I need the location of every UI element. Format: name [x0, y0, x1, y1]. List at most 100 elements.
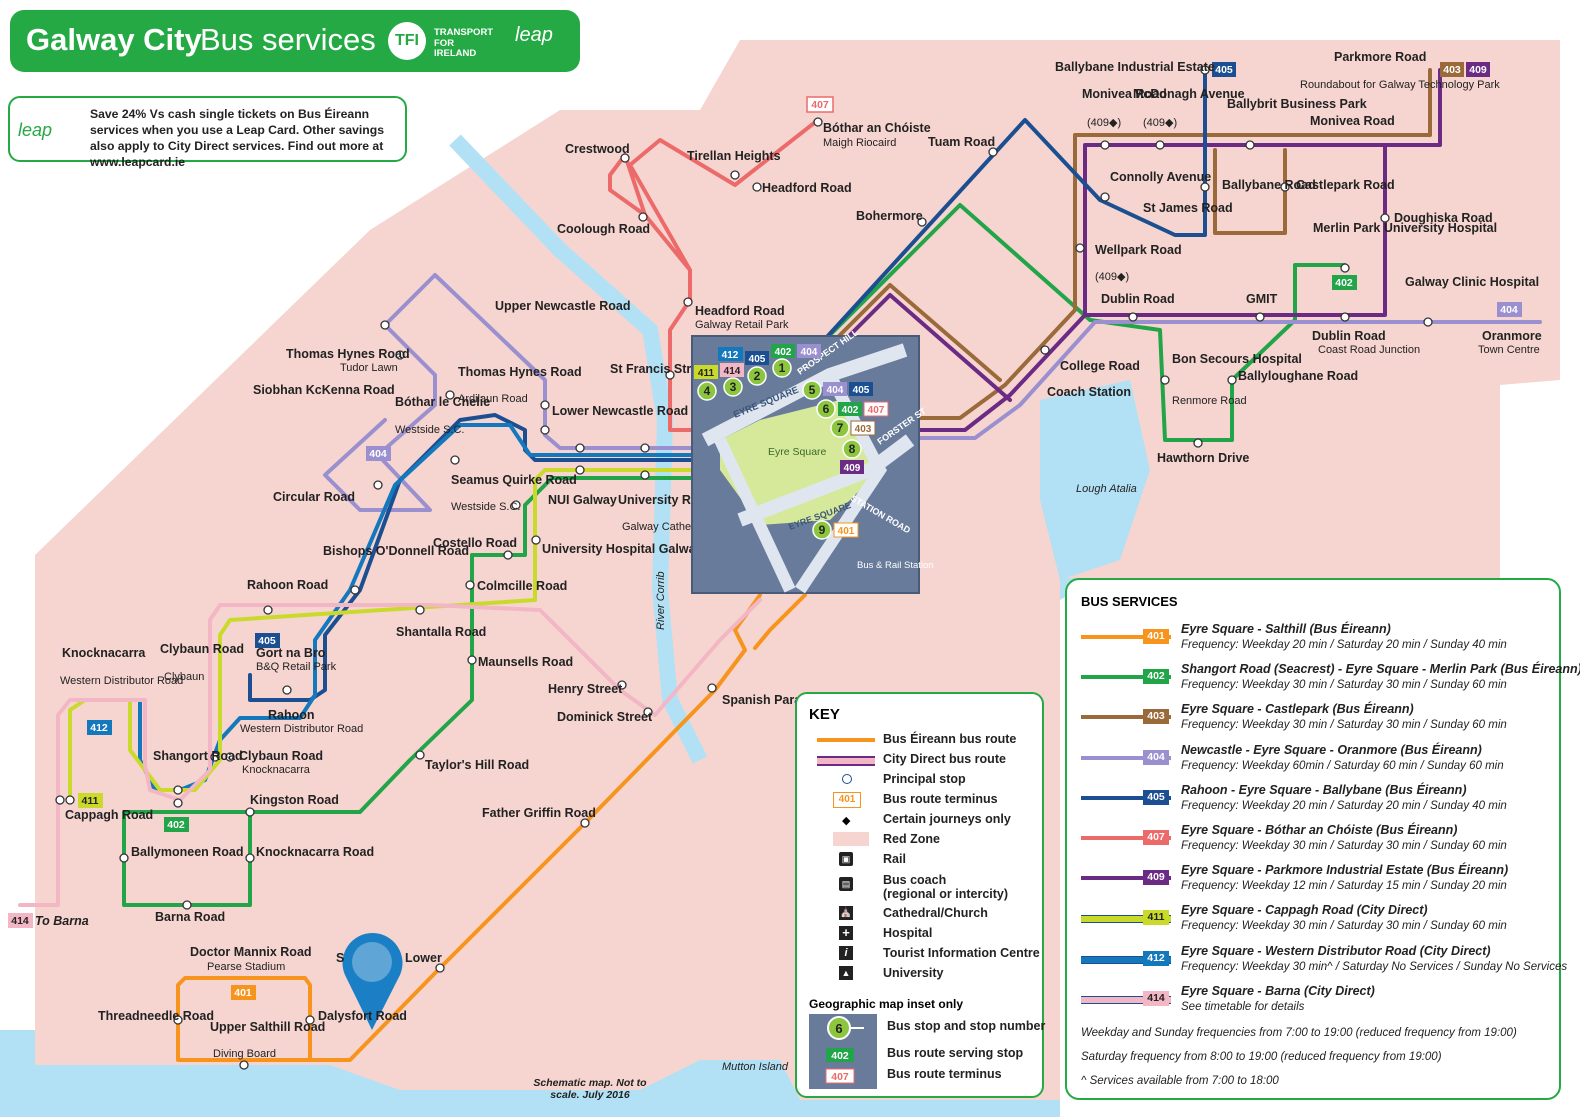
stop[interactable] [445, 390, 455, 400]
stop[interactable] [465, 580, 475, 590]
stop[interactable] [540, 425, 550, 435]
stop[interactable] [245, 853, 255, 863]
stop[interactable] [225, 752, 235, 762]
stop[interactable] [540, 400, 550, 410]
service-frequency: Frequency: Weekday 20 min / Saturday 20 … [1181, 639, 1507, 651]
stop[interactable] [239, 1060, 249, 1070]
stop[interactable] [575, 465, 585, 475]
stop[interactable] [55, 795, 65, 805]
label-dublin-road-coast-sub: Coast Road Junction [1318, 344, 1420, 356]
stop[interactable] [467, 655, 477, 665]
stop[interactable] [263, 605, 273, 615]
stop[interactable] [1193, 438, 1203, 448]
label-castlepark-road: Castlepark Road [1296, 178, 1395, 192]
stop[interactable] [531, 535, 541, 545]
stop[interactable] [580, 818, 590, 828]
route-404-west [323, 273, 694, 512]
stop[interactable] [373, 480, 383, 490]
inset-stop-2[interactable] [747, 366, 767, 386]
stop[interactable] [173, 785, 183, 795]
title-bold: Galway City [26, 22, 202, 57]
stop[interactable] [350, 585, 360, 595]
stop[interactable] [1155, 140, 1165, 150]
stop[interactable] [1255, 312, 1265, 322]
stop[interactable] [245, 807, 255, 817]
stop[interactable] [643, 707, 653, 717]
stop[interactable] [305, 1015, 315, 1025]
stop[interactable] [665, 370, 675, 380]
stop[interactable] [511, 500, 521, 510]
key-label: Certain journeys only [883, 812, 1011, 826]
stop[interactable] [620, 153, 630, 163]
stop[interactable] [1128, 312, 1138, 322]
stop[interactable] [282, 685, 292, 695]
stop[interactable] [730, 170, 740, 180]
inset-stop-7[interactable] [830, 418, 850, 438]
label-ballymoneen: Ballymoneen Road [131, 845, 244, 859]
inset-badge-414: 414 [724, 366, 741, 377]
label-shangort: Shangort Road [153, 749, 243, 763]
stop[interactable] [395, 350, 405, 360]
stop[interactable] [380, 320, 390, 330]
stop[interactable] [173, 798, 183, 808]
stop[interactable] [1075, 243, 1085, 253]
label-coolough: Coolough Road [557, 222, 650, 236]
stop[interactable] [683, 297, 693, 307]
stop[interactable] [1423, 317, 1433, 327]
stop[interactable] [1380, 213, 1390, 223]
key-symbol: ▤ [817, 873, 875, 891]
stop[interactable] [415, 605, 425, 615]
service-badge: 412 [1143, 950, 1169, 966]
stop[interactable] [415, 750, 425, 760]
label-wellpark-note: (409◆) [1095, 271, 1129, 283]
stop[interactable] [1280, 182, 1290, 192]
stop[interactable] [1340, 312, 1350, 322]
stop[interactable] [1245, 140, 1255, 150]
stop[interactable] [1100, 140, 1110, 150]
stop[interactable] [988, 147, 998, 157]
inset-stop-5[interactable] [802, 380, 822, 400]
stop[interactable] [1340, 263, 1350, 273]
stop[interactable] [65, 795, 75, 805]
key-inset-sample: 6 402 407 [809, 1014, 877, 1089]
inset-stop-4[interactable] [697, 381, 717, 401]
stop[interactable] [813, 117, 823, 127]
label-ballybane-road: Ballybane Road [1222, 178, 1316, 192]
stop[interactable] [638, 212, 648, 222]
label-bohermore: Bohermore [856, 209, 923, 223]
label-dominick: Dominick Street [557, 710, 653, 724]
route-405 [813, 68, 1207, 352]
place-labels: Ballybane Industrial Estate Parkmore Roa… [35, 50, 1542, 1073]
inset-stop-8[interactable] [842, 439, 862, 459]
stop[interactable] [210, 752, 220, 762]
key-row: ▣Rail [797, 850, 1042, 870]
stop[interactable] [450, 455, 460, 465]
stop[interactable] [752, 182, 762, 192]
stop[interactable] [617, 680, 627, 690]
stop[interactable] [1227, 375, 1237, 385]
stop[interactable] [640, 470, 650, 480]
stop[interactable] [707, 683, 717, 693]
stop[interactable] [1040, 345, 1050, 355]
stop[interactable] [1100, 192, 1110, 202]
inset-stop-3[interactable] [723, 377, 743, 397]
stop[interactable] [182, 900, 192, 910]
inset-stop-9[interactable] [812, 520, 832, 540]
stop[interactable] [435, 963, 445, 973]
stop[interactable] [119, 853, 129, 863]
stop[interactable] [575, 443, 585, 453]
routes [18, 68, 1542, 1062]
stop[interactable] [1160, 375, 1170, 385]
inset-stop-6[interactable] [816, 399, 836, 419]
badge-414: 414 [11, 915, 29, 927]
inset-stop-number: 5 [809, 383, 816, 397]
stop[interactable] [503, 550, 513, 560]
stop[interactable] [640, 443, 650, 453]
inset-badge-403b: 403 [855, 424, 872, 435]
stop[interactable] [173, 1015, 183, 1025]
stop[interactable] [1200, 65, 1210, 75]
stop[interactable] [1200, 182, 1210, 192]
stop[interactable] [917, 217, 927, 227]
inset-stop-1[interactable] [772, 358, 792, 378]
service-line [1081, 876, 1171, 881]
